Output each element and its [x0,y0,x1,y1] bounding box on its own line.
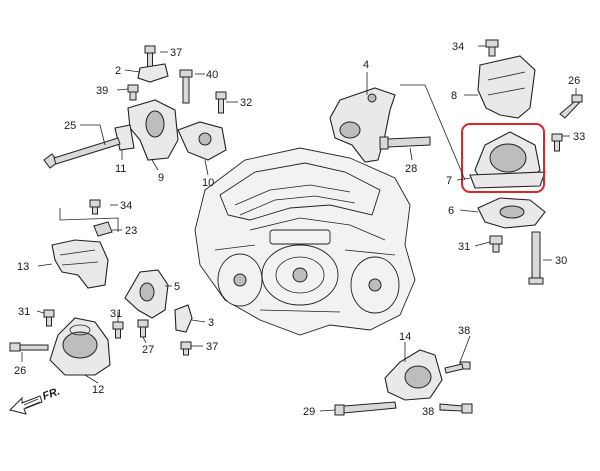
highlight-box [461,123,545,193]
callout-31-left: 31 [18,306,30,318]
upper-left-mount-group [43,45,227,169]
callout-3: 3 [208,317,214,329]
callout-26-left: 26 [14,365,26,377]
callout-30: 30 [555,255,567,267]
lower-left-mount-group: FR. [9,309,111,415]
callout-40: 40 [206,69,218,81]
nut-39 [127,84,139,101]
lower-right-mount-group [334,349,473,416]
callout-9: 9 [158,172,164,184]
bracket-3 [174,304,193,333]
bushing-11 [114,124,135,151]
callout-27: 27 [142,344,154,356]
upper-center-bracket-group [329,87,431,163]
callout-26-top: 26 [568,75,580,87]
callout-38-upper: 38 [458,325,470,337]
callout-34-top: 34 [452,41,464,53]
front-arrow-icon [9,395,43,415]
front-label: FR. [41,385,62,402]
bolt-33 [551,133,563,152]
bolt-38-lower [439,403,473,414]
callout-10: 10 [202,177,214,189]
callout-31-right: 31 [458,241,470,253]
bolt-37-top [144,45,156,68]
callout-labels: 37 2 40 39 32 25 11 9 10 4 28 34 8 26 33… [14,41,585,418]
leader-lines [21,45,577,412]
nut-23 [93,221,113,237]
callout-4: 4 [363,59,369,71]
bolt-30 [528,231,544,285]
callout-2: 2 [115,65,121,77]
callout-23: 23 [125,225,137,237]
bolt-31-mid [112,321,124,339]
bracket-13 [51,239,109,289]
callout-31-mid: 31 [110,308,122,320]
callout-37-top: 37 [170,47,182,59]
bracket-4 [329,87,396,163]
bracket-2 [137,63,169,83]
callout-13: 13 [17,261,29,273]
callout-28: 28 [405,163,417,175]
callout-39: 39 [96,85,108,97]
callout-33: 33 [573,131,585,143]
bolt-27 [137,319,149,338]
callout-37-mid: 37 [206,341,218,353]
bolt-26-left [9,342,49,352]
bolt-38-upper [444,361,471,374]
callout-12: 12 [92,384,104,396]
bolt-32 [215,91,227,114]
callout-14: 14 [399,331,411,343]
bolt-25 [43,137,121,169]
callout-29: 29 [303,406,315,418]
callout-5: 5 [174,281,180,293]
callout-38-lower: 38 [422,406,434,418]
callout-34-left: 34 [120,200,132,212]
engine-assembly [194,147,416,336]
bracket-8 [477,55,536,119]
bolt-31-left [43,309,55,327]
callout-11: 11 [115,163,126,175]
callout-7: 7 [446,175,452,187]
callout-8: 8 [451,90,457,102]
bolt-31-right [489,235,503,253]
upper-right-mount-group [461,39,583,285]
bolt-34-top [485,39,499,57]
bolt-37-mid [180,341,192,356]
bolt-28 [379,136,431,150]
callout-25: 25 [64,120,76,132]
callout-32: 32 [240,97,252,109]
bolt-29 [334,401,397,416]
callout-6: 6 [448,205,454,217]
mid-left-mount-group [112,269,193,356]
bolt-40 [179,69,193,104]
bolt-34-left [89,199,101,215]
left-bracket-group [51,199,113,289]
bolt-26-top [559,94,583,119]
